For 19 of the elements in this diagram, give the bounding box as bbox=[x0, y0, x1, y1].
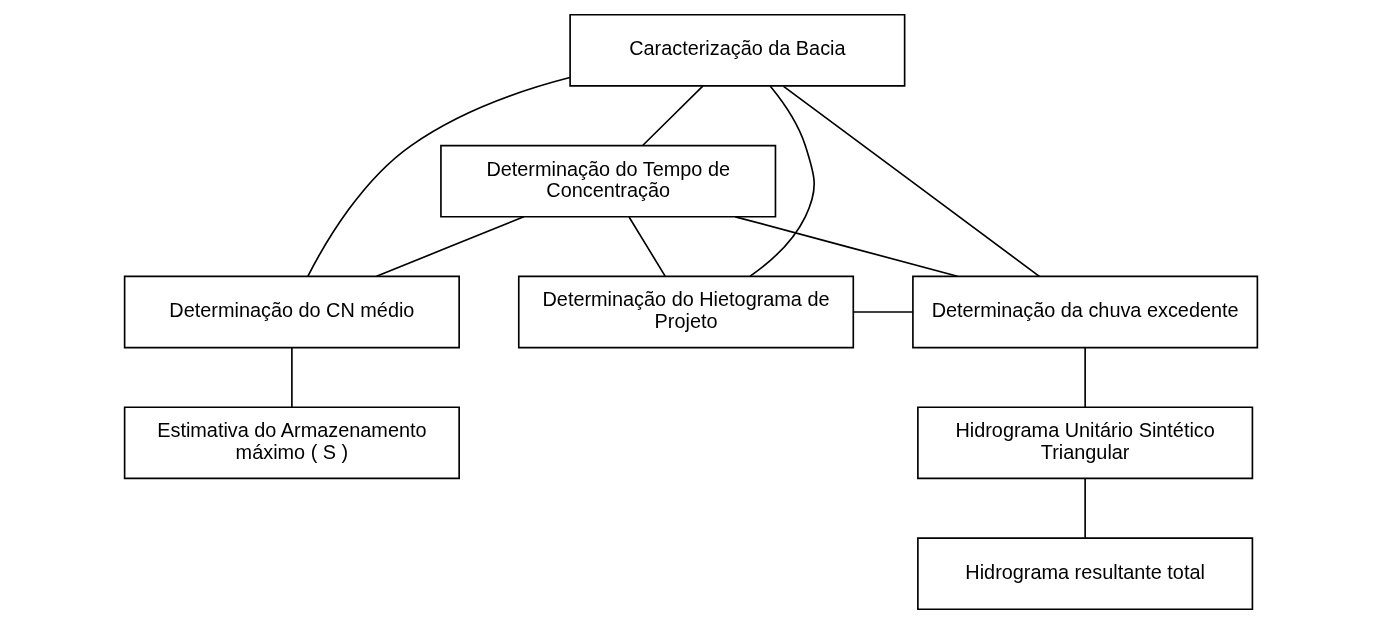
node-box: Estimativa do Armazenamento máximo ( S ) bbox=[123, 406, 460, 480]
node-box: Determinação do Hietograma de Projeto bbox=[517, 275, 855, 349]
node-box: Determinação do CN médio bbox=[123, 275, 460, 349]
connector bbox=[642, 85, 704, 147]
connector bbox=[307, 76, 571, 277]
node-box: Determinação do Tempo de Concentração bbox=[440, 144, 777, 218]
connector bbox=[628, 216, 666, 277]
connector bbox=[749, 85, 815, 277]
connector bbox=[782, 85, 1041, 278]
connector bbox=[734, 216, 959, 278]
node-box: Caracterização da Bacia bbox=[569, 13, 906, 87]
connector bbox=[1084, 347, 1086, 408]
node-box: Hidrograma resultante total bbox=[917, 537, 1254, 611]
connector bbox=[291, 347, 293, 408]
node-box: Determinação da chuva excedente bbox=[912, 275, 1259, 349]
connector bbox=[1084, 477, 1086, 539]
node-box: Hidrograma Unitário Sintético Triangular bbox=[917, 406, 1254, 480]
connector bbox=[375, 216, 525, 278]
connector bbox=[852, 311, 914, 313]
